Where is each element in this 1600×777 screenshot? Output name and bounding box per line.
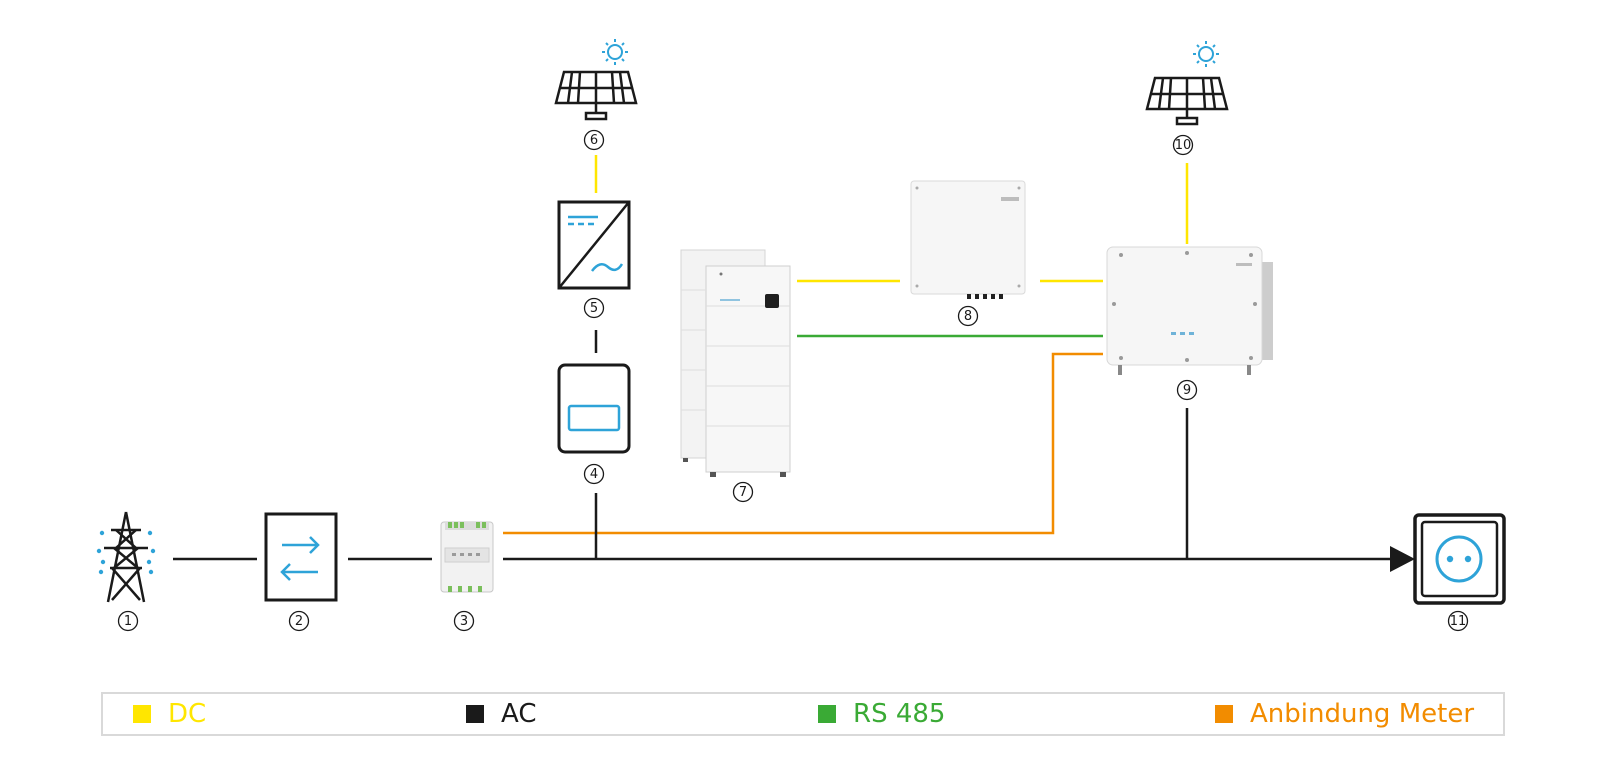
legend-label: DC — [168, 699, 206, 729]
power-pylon-icon — [96, 511, 156, 603]
legend-swatch — [133, 705, 151, 723]
legend-label: AC — [501, 699, 536, 729]
component-number-text: 10 — [1175, 138, 1192, 153]
legend: DC AC RS 485 Anbindung Meter — [101, 692, 1505, 736]
component-number-8: 8 — [957, 305, 979, 327]
component-number-text: 8 — [964, 309, 972, 324]
arrow-head — [1390, 546, 1415, 572]
component-number-text: 6 — [590, 133, 598, 148]
component-number-text: 4 — [590, 467, 598, 482]
component-number-text: 11 — [1450, 614, 1467, 629]
component-number-text: 1 — [124, 614, 132, 629]
solar-panel-icon — [554, 39, 638, 121]
legend-item-dc: DC — [133, 699, 206, 729]
component-number-2: 2 — [288, 610, 310, 632]
legend-label: Anbindung Meter — [1250, 699, 1474, 729]
legend-swatch — [818, 705, 836, 723]
legend-swatch — [1215, 705, 1233, 723]
component-number-5: 5 — [583, 297, 605, 319]
component-number-text: 9 — [1183, 383, 1191, 398]
display-unit-icon — [557, 363, 631, 454]
power-socket-icon — [1413, 513, 1506, 605]
component-number-text: 3 — [460, 614, 468, 629]
legend-label: RS 485 — [853, 699, 945, 729]
legend-swatch — [466, 705, 484, 723]
legend-item-anbindung-meter: Anbindung Meter — [1215, 699, 1474, 729]
dc-ac-inverter-icon — [557, 200, 631, 290]
component-number-text: 2 — [295, 614, 303, 629]
legend-item-ac: AC — [466, 699, 536, 729]
component-number-text: 5 — [590, 301, 598, 316]
component-number-3: 3 — [453, 610, 475, 632]
legend-item-rs-485: RS 485 — [818, 699, 945, 729]
smart-meter-device — [440, 521, 494, 593]
component-number-11: 11 — [1447, 610, 1469, 632]
bidirectional-meter-icon — [264, 512, 338, 602]
storage-inverter — [910, 180, 1026, 299]
component-number-1: 1 — [117, 610, 139, 632]
solar-panel-icon — [1145, 41, 1229, 126]
component-number-7: 7 — [732, 481, 754, 503]
component-number-9: 9 — [1176, 379, 1198, 401]
component-number-text: 7 — [739, 485, 747, 500]
component-number-4: 4 — [583, 463, 605, 485]
component-number-labels: 1 2 3 4 5 6 7 8 9 10 11 — [117, 129, 1469, 632]
component-number-10: 10 — [1172, 134, 1194, 156]
meter-connection-line — [503, 352, 1103, 535]
component-number-6: 6 — [583, 129, 605, 151]
hybrid-inverter — [1106, 246, 1273, 375]
battery-stack — [680, 249, 791, 477]
